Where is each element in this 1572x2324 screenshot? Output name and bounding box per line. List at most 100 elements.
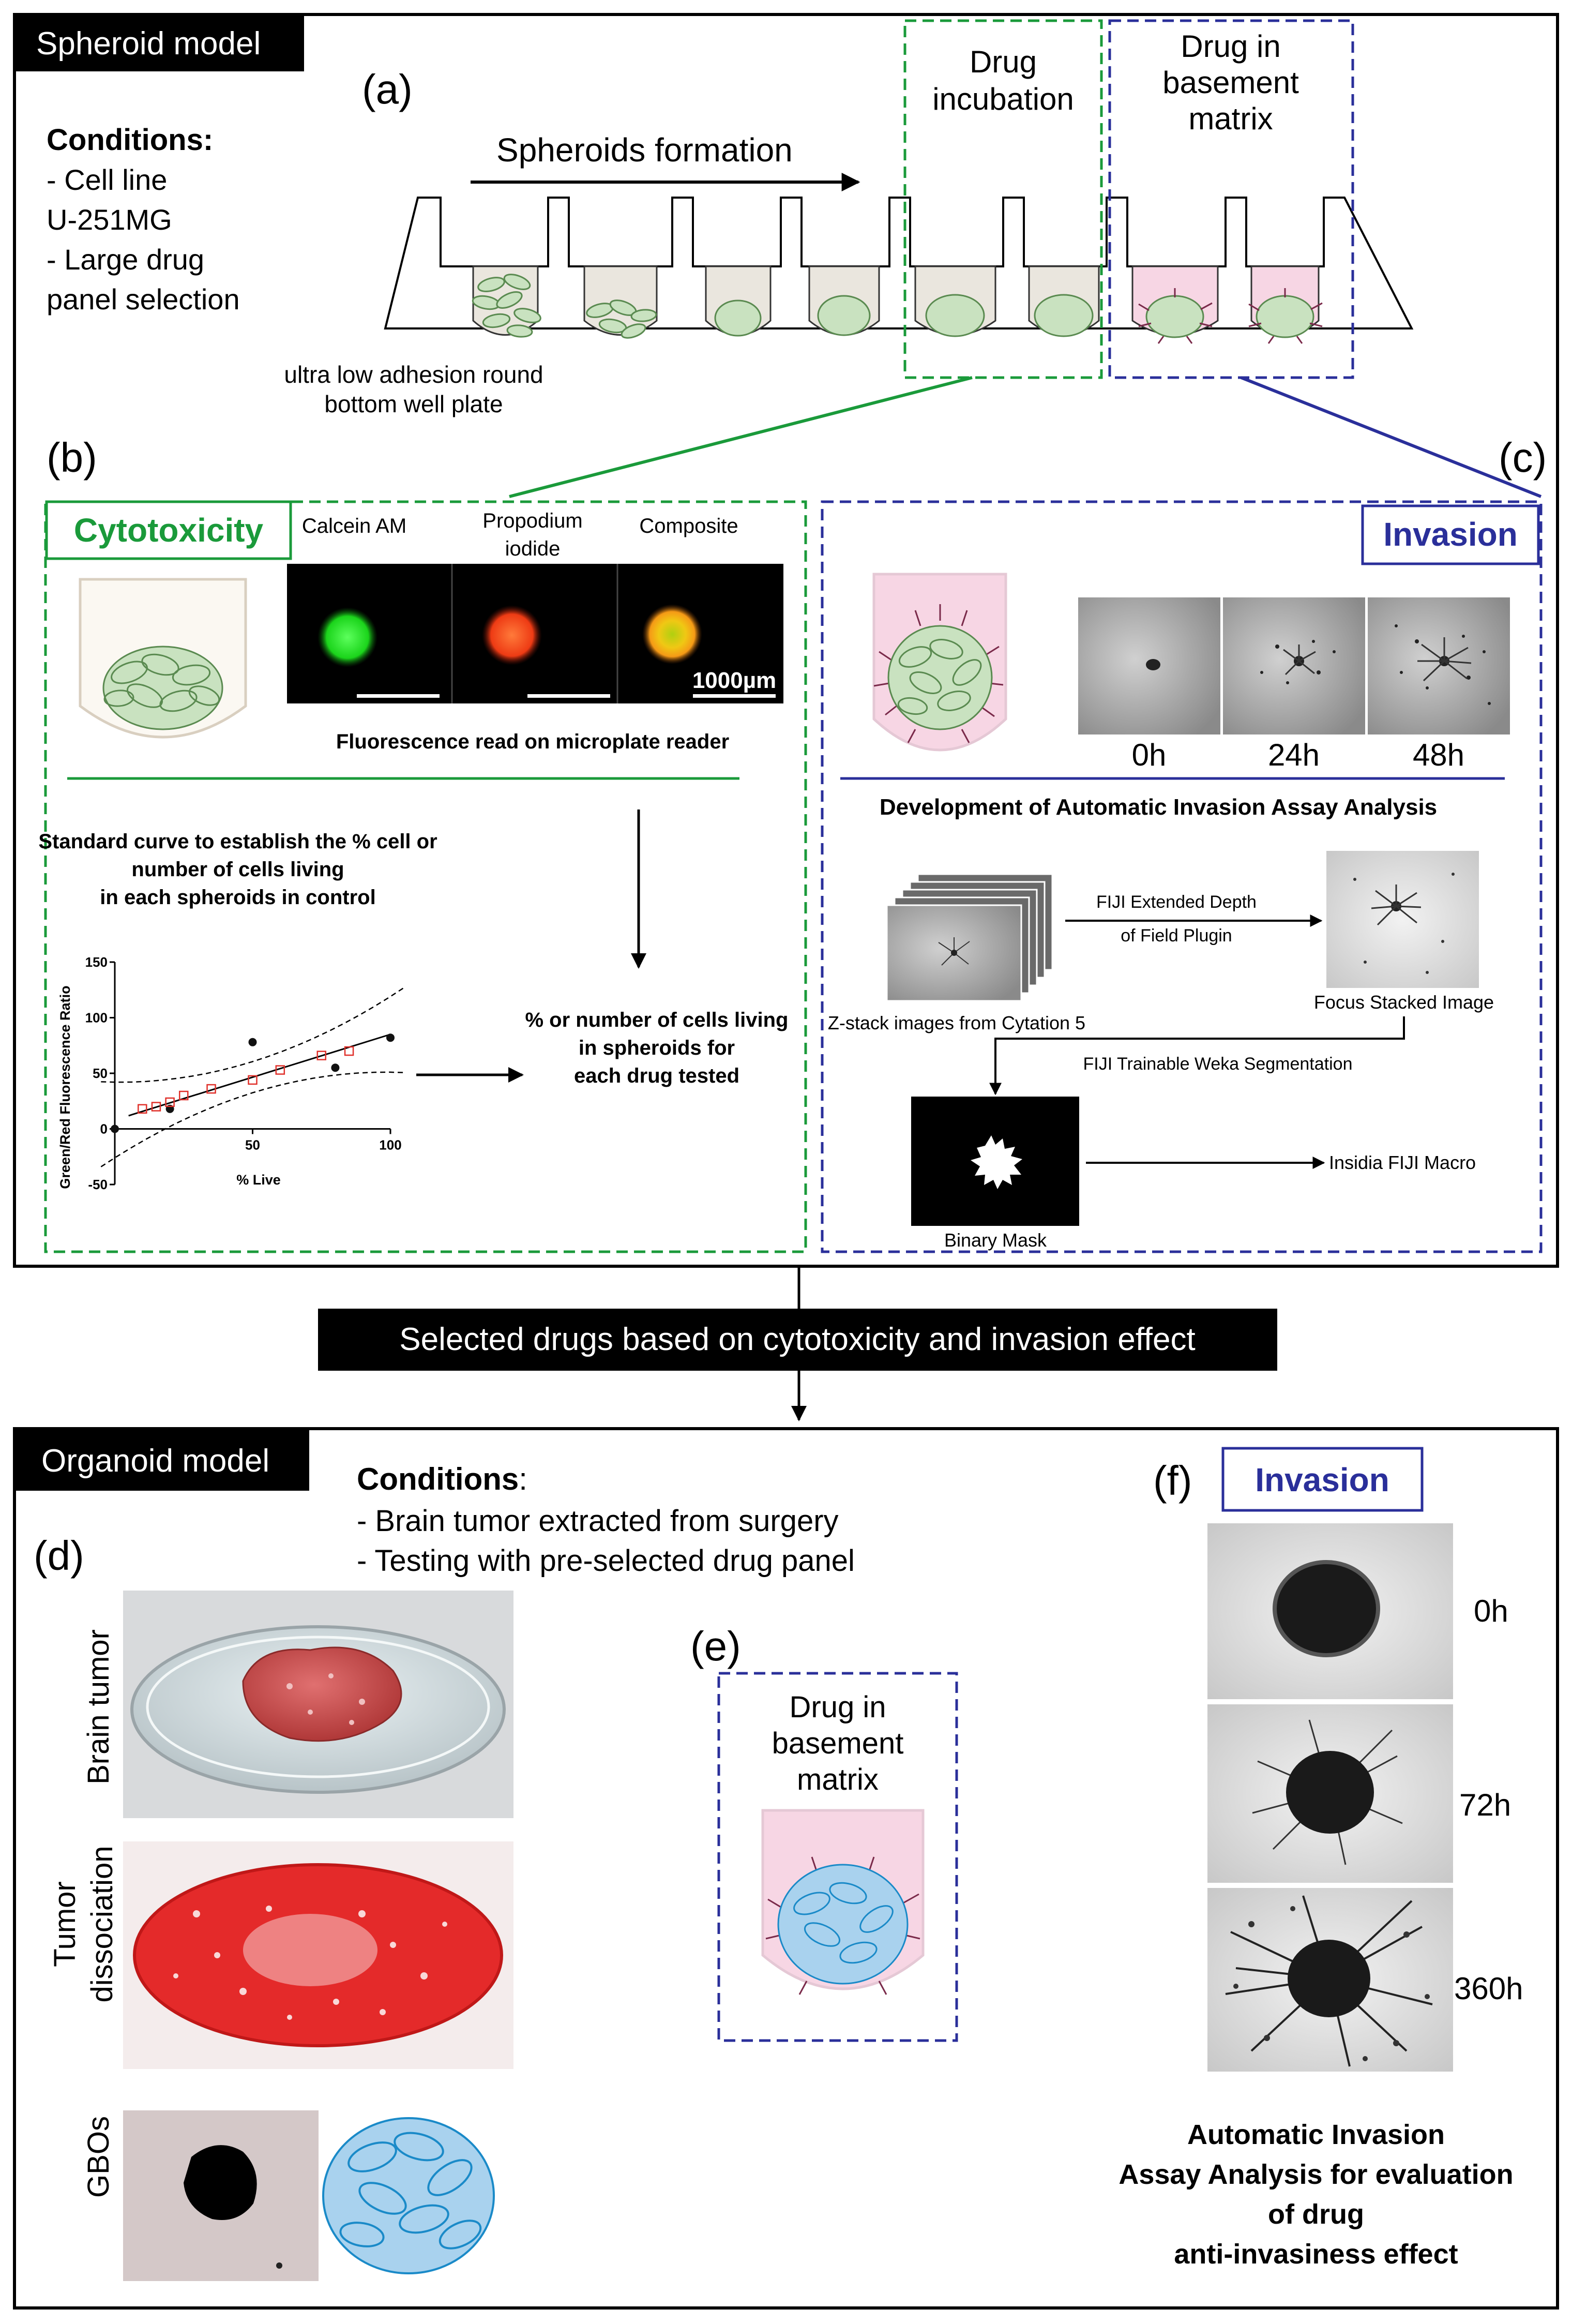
- organoid-conditions: Conditions:: [357, 1462, 527, 1496]
- timepoint-label: 48h: [1413, 738, 1464, 772]
- chart-x-label: % Live: [236, 1172, 281, 1188]
- f-timepoint-label: 72h: [1459, 1788, 1511, 1822]
- drug-in-matrix-label: basement: [1162, 65, 1299, 100]
- row-label-gbos: GBOs: [82, 2116, 115, 2198]
- chart-point: [316, 1051, 326, 1060]
- composite-spheroid: [642, 604, 702, 664]
- chart-y-tick-label: 0: [100, 1121, 108, 1137]
- loose-cells: [472, 274, 657, 339]
- spheroid-condition-line: panel selection: [47, 283, 240, 316]
- f-caption: Automatic Invasion: [1187, 2119, 1445, 2150]
- binary-mask-caption: Binary Mask: [944, 1230, 1047, 1251]
- f-caption: anti-invasiness effect: [1174, 2239, 1458, 2270]
- spheroid-clusters: [714, 294, 1314, 338]
- plate-label: bottom well plate: [324, 391, 503, 417]
- binary-mask-image: [911, 1097, 1079, 1226]
- chart-y-tick-label: 100: [85, 1010, 108, 1026]
- standard-curve-caption: Standard curve to establish the % cell o…: [38, 830, 437, 853]
- panel-label-e: (e): [690, 1623, 741, 1669]
- zstack-caption: Z-stack images from Cytation 5: [828, 1012, 1085, 1033]
- panel-label-a: (a): [362, 66, 413, 112]
- f-timepoint-label: 0h: [1474, 1594, 1508, 1628]
- drug-in-matrix-label: Drug in: [1181, 29, 1280, 64]
- focus-stacked-image: [1326, 851, 1479, 988]
- organoid-invasion-images: [1207, 1523, 1453, 2072]
- chart-point: [111, 1124, 119, 1133]
- focus-to-mask-connector: [989, 1016, 1405, 1096]
- chart-point: [275, 1065, 285, 1075]
- spheroid-header-box: [14, 14, 304, 71]
- invasion-well-icon: [872, 573, 1007, 752]
- chart-confidence-band: [100, 1071, 404, 1167]
- organoid-header-box: [14, 1429, 309, 1491]
- f-timepoint-label: 360h: [1454, 1971, 1523, 2006]
- channel-label-composite: Composite: [639, 515, 738, 537]
- organoid-model-frame: [13, 1427, 1559, 2310]
- drug-in-matrix-label: matrix: [1188, 101, 1273, 136]
- invasion-title-box: [1361, 504, 1540, 565]
- standard-curve-chart: Green/Red Fluorescence Ratio % Live 1501…: [57, 954, 405, 1192]
- tumor-dissociation-photo: [123, 1841, 513, 2069]
- drug-in-matrix-box: [1108, 19, 1354, 379]
- invasion-timelapse-images: [1078, 597, 1510, 734]
- reader-caption: Fluorescence read on microplate reader: [336, 730, 729, 753]
- panel-c-frame: [821, 500, 1543, 1253]
- result-caption: each drug tested: [574, 1064, 739, 1087]
- chart-point: [138, 1104, 147, 1114]
- panel-label-d: (d): [34, 1533, 84, 1579]
- zstack-image-stack: [886, 873, 1053, 1002]
- chart-point: [151, 1102, 161, 1112]
- cytotoxicity-title: Cytotoxicity: [74, 512, 264, 549]
- organoid-header: Organoid model: [41, 1443, 269, 1479]
- standard-curve-caption: in each spheroids in control: [100, 886, 375, 909]
- drug-incubation-label: incubation: [932, 82, 1074, 116]
- panel-label-c: (c): [1499, 434, 1547, 481]
- spheroid-conditions-title: Conditions:: [47, 123, 213, 157]
- zoom-line-cytotoxicity: [509, 376, 973, 498]
- selection-banner: Selected drugs based on cytotoxicity and…: [399, 1322, 1195, 1357]
- chart-point: [248, 1038, 257, 1046]
- propidium-spheroid: [482, 605, 542, 665]
- gbo-cell-cluster-icon: [322, 2117, 495, 2274]
- spheroid-header: Spheroid model: [36, 26, 261, 62]
- scale-bar-label: 1000µm: [692, 668, 776, 693]
- panel-label-f: (f): [1153, 1458, 1192, 1504]
- f-caption: Assay Analysis for evaluation: [1118, 2159, 1513, 2190]
- spheroids-formation-label: Spheroids formation: [496, 131, 793, 169]
- focus-caption: Focus Stacked Image: [1314, 992, 1494, 1013]
- calcein-spheroid: [318, 607, 377, 667]
- well-plate: [384, 197, 1414, 344]
- chart-point: [386, 1033, 395, 1042]
- chart-point: [344, 1046, 354, 1056]
- result-caption: in spheroids for: [579, 1037, 735, 1059]
- zoom-line-invasion: [1240, 376, 1542, 498]
- row-label-brain-tumor: Brain tumor: [82, 1629, 115, 1785]
- organoid-conditions-title: Conditions: [357, 1462, 519, 1496]
- result-caption: % or number of cells living: [525, 1009, 789, 1031]
- weka-label: FIJI Trainable Weka Segmentation: [1083, 1054, 1353, 1074]
- cytotoxicity-title-box: [45, 500, 292, 560]
- chart-point: [179, 1090, 189, 1101]
- drug-incubation-label: Drug: [970, 44, 1037, 79]
- fiji-edf-label: FIJI Extended Depth: [1096, 892, 1257, 912]
- f-invasion-title: Invasion: [1255, 1461, 1389, 1498]
- chart-fit-line: [128, 1033, 391, 1117]
- invading-protrusions: [1138, 288, 1323, 344]
- drug-incubation-box: [903, 19, 1103, 379]
- invasion-title: Invasion: [1383, 516, 1518, 553]
- chart-y-tick-label: -50: [88, 1177, 108, 1192]
- organoid-conditions-colon: :: [519, 1462, 527, 1496]
- insidia-label: Insidia FIJI Macro: [1329, 1152, 1476, 1173]
- e-box-label: matrix: [797, 1763, 879, 1796]
- panel-b-frame: [44, 500, 807, 1253]
- development-title: Development of Automatic Invasion Assay …: [880, 794, 1437, 820]
- panel-label-b: (b): [47, 434, 97, 481]
- organoid-condition-line: - Brain tumor extracted from surgery: [357, 1504, 839, 1538]
- well-plate-outline: [384, 197, 1414, 329]
- timepoint-label: 0h: [1132, 738, 1167, 772]
- fluorescence-images: 1000µm: [287, 564, 783, 703]
- chart-y-label: Green/Red Fluorescence Ratio: [57, 985, 73, 1189]
- e-box-label: basement: [772, 1727, 904, 1760]
